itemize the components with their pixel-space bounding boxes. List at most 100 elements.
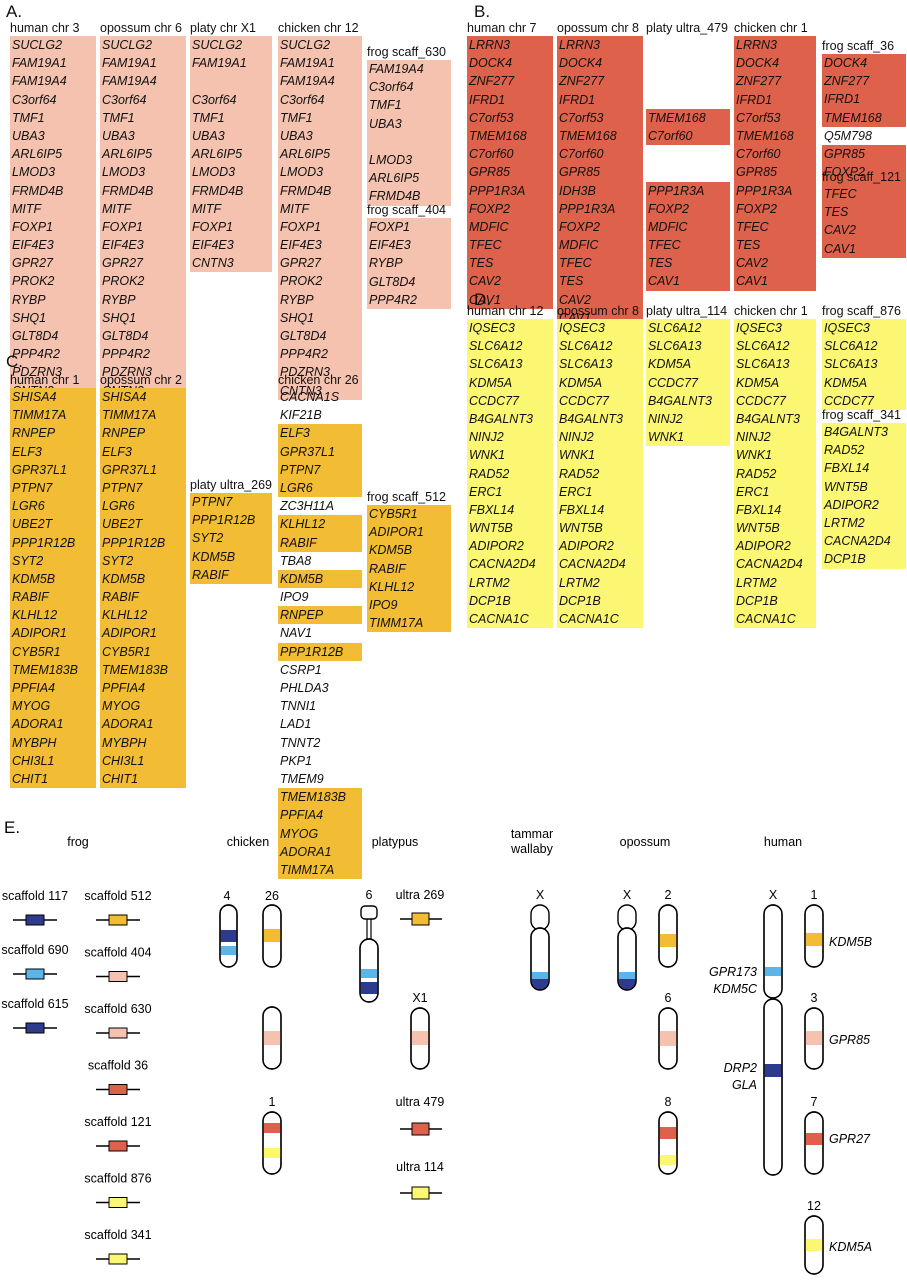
gene-adora1: ADORA1 (10, 715, 96, 734)
gene-lrtm2: LRTM2 (734, 573, 816, 592)
gene-ppp1r12b: PPP1R12B (10, 533, 96, 552)
gene-cav2: CAV2 (557, 290, 643, 309)
gene-pdzrn3: PDZRN3 (100, 363, 186, 382)
gene-cacna2d4: CACNA2D4 (557, 555, 643, 574)
gene-adora1: ADORA1 (278, 842, 362, 861)
gene-pkp1: PKP1 (280, 753, 312, 768)
gene-ccdc77: CCDC77 (467, 391, 553, 410)
gene-tes: TES (822, 203, 906, 222)
gene-erc1: ERC1 (467, 482, 553, 501)
human-chr-1-label: 1 (811, 888, 818, 902)
gene-gap (367, 132, 451, 151)
gene-ninj2: NINJ2 (734, 428, 816, 447)
gene-prok2: PROK2 (278, 272, 362, 291)
gene-slc6a12: SLC6A12 (822, 337, 906, 356)
wallaby-chr-x-short-arm (530, 904, 550, 931)
gene-uba3: UBA3 (100, 126, 186, 146)
gene-kdm5b: KDM5B (278, 569, 362, 589)
gene-rnpep: RNPEP (278, 606, 362, 625)
gene-c7orf60: C7orf60 (467, 145, 553, 164)
species-platypus: platypus (372, 835, 419, 849)
gene-b4galnt3: B4GALNT3 (822, 423, 906, 442)
gene-rybp: RYBP (100, 290, 186, 309)
opossum-chromosomes: X 2 6 8 (617, 888, 678, 1175)
gene-mybph: MYBPH (100, 733, 186, 752)
gene-tmem183b: TMEM183B (278, 788, 362, 807)
gene-c3orf64: C3orf64 (10, 90, 96, 109)
gene-kdm5b: KDM5B (190, 547, 272, 566)
platypus-chr-6-band-light (360, 969, 378, 978)
chicken-chr-4-label: 4 (224, 889, 231, 903)
gene-gpr27: GPR27 (10, 254, 96, 273)
gene-ccdc77: CCDC77 (822, 391, 906, 410)
frog-scaffold-label: scaffold 404 (84, 946, 151, 960)
gene-c7orf53: C7orf53 (467, 108, 553, 127)
gene-eif4e3: EIF4E3 (190, 236, 272, 255)
chicken-chr-26-label: 26 (265, 889, 279, 903)
gene-foxp1: FOXP1 (100, 217, 186, 237)
frog-scaffold-label: scaffold 630 (84, 1002, 151, 1016)
gene-label-gpr27: GPR27 (829, 1132, 871, 1146)
gene-prok2: PROK2 (10, 272, 96, 291)
human-chr-1-band (805, 933, 823, 946)
column-title: chicken chr 1 (734, 304, 808, 318)
gene-lmod3: LMOD3 (367, 150, 451, 170)
gene-lrtm2: LRTM2 (822, 513, 906, 533)
gene-gap (190, 72, 272, 91)
gene-c3orf64: C3orf64 (190, 90, 272, 109)
gene-shisa4: SHISA4 (100, 388, 186, 407)
platypus-chromosomes: 6 ultra 269 X1 ultra 479 ultra 114 (359, 888, 444, 1200)
gene-tmem168: TMEM168 (467, 126, 553, 146)
gene-tmem183b: TMEM183B (10, 660, 96, 679)
gene-erc1: ERC1 (557, 482, 643, 501)
gene-shisa4: SHISA4 (10, 388, 96, 407)
gene-chi3l1: CHI3L1 (100, 751, 186, 770)
gene-mdfic: MDFIC (467, 217, 553, 237)
gene-kdm5a: KDM5A (467, 373, 553, 392)
gene-foxp1: FOXP1 (10, 217, 96, 237)
frog-scaffold-block (25, 1022, 45, 1034)
gene-kdm5b: KDM5B (100, 569, 186, 589)
gene-ifrd1: IFRD1 (822, 90, 906, 109)
gene-c7orf60: C7orf60 (734, 145, 816, 164)
gene-wnk1: WNK1 (734, 446, 816, 465)
column-title: human chr 7 (467, 21, 537, 35)
gene-ube2t: UBE2T (10, 515, 96, 534)
gene-b4galnt3: B4GALNT3 (734, 409, 816, 429)
gene-cacna1c: CACNA1C (467, 610, 553, 629)
gene-iqsec3: IQSEC3 (467, 319, 553, 338)
gene-cacna1c: CACNA1C (734, 610, 816, 629)
gene-fbxl14: FBXL14 (467, 500, 553, 520)
gene-ipo9: IPO9 (367, 595, 451, 615)
column-title: frog scaff_121 (822, 170, 901, 184)
gene-rad52: RAD52 (467, 464, 553, 483)
gene-ppfia4: PPFIA4 (10, 679, 96, 698)
gene-ifrd1: IFRD1 (557, 90, 643, 109)
gene-syt2: SYT2 (100, 551, 186, 570)
gene-slc6a13: SLC6A13 (734, 355, 816, 374)
gene-timm17a: TIMM17A (100, 406, 186, 425)
panel-label-b: B. (474, 2, 491, 21)
gene-cav2: CAV2 (822, 221, 906, 240)
gene-mitf: MITF (100, 199, 186, 218)
species-chicken: chicken (227, 835, 269, 849)
gene-lrrn3: LRRN3 (734, 36, 816, 55)
column-title: frog scaff_36 (822, 39, 895, 53)
chicken-chromosomes: 4 26 12 1 (219, 889, 282, 1175)
gene-syt2: SYT2 (10, 551, 96, 570)
wallaby-chromosomes: X (530, 888, 550, 991)
platypus-ultra-114 (411, 1186, 430, 1200)
gene-dcp1b: DCP1B (467, 591, 553, 610)
gene-cyb5r1: CYB5R1 (367, 505, 451, 524)
gene-ipo9: IPO9 (280, 590, 309, 605)
gene-rad52: RAD52 (734, 464, 816, 483)
gene-lrtm2: LRTM2 (557, 573, 643, 592)
opossum-chr-2-band (659, 934, 677, 947)
gene-eif4e3: EIF4E3 (100, 236, 186, 255)
column-title: frog scaff_512 (367, 490, 446, 504)
gene-c7orf60: C7orf60 (646, 126, 730, 146)
